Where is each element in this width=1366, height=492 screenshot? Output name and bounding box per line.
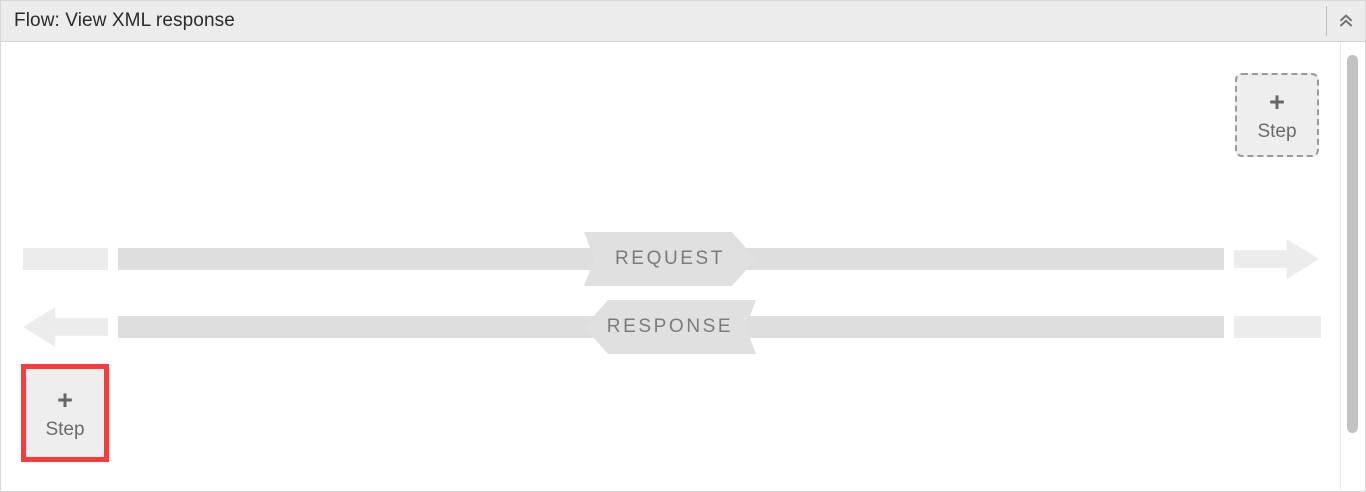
add-step-surface: + Step <box>1235 73 1319 157</box>
request-banner: REQUEST <box>584 232 756 286</box>
request-label: REQUEST <box>614 248 726 269</box>
request-arrowhead-icon <box>1234 239 1319 279</box>
response-lane: RESPONSE <box>1 300 1365 354</box>
page-title: Flow: View XML response <box>14 10 235 31</box>
flow-panel-header: Flow: View XML response <box>1 1 1365 42</box>
vertical-scrollbar-thumb[interactable] <box>1347 55 1358 433</box>
header-divider <box>1326 6 1327 36</box>
vertical-scrollbar[interactable] <box>1340 43 1364 490</box>
collapse-panel-button[interactable] <box>1327 1 1365 41</box>
request-lane-segment-start <box>23 248 108 270</box>
add-step-label: Step <box>1257 121 1297 142</box>
add-step-button-bottom-left[interactable]: + Step <box>21 364 109 462</box>
request-lane-segment-left <box>118 248 693 270</box>
response-lane-segment-left <box>118 316 693 338</box>
double-chevron-up-icon <box>1337 12 1355 30</box>
response-banner: RESPONSE <box>584 300 756 354</box>
add-step-surface: + Step <box>26 369 104 457</box>
add-step-button-top-right[interactable]: + Step <box>1235 73 1319 157</box>
plus-icon: + <box>57 385 73 415</box>
plus-icon: + <box>1269 87 1285 117</box>
request-lane: REQUEST <box>1 232 1365 286</box>
request-lane-segment-right <box>701 248 1224 270</box>
flow-canvas: + Step REQUEST RESPONSE <box>1 42 1365 491</box>
response-label: RESPONSE <box>606 316 734 337</box>
response-lane-segment-right <box>701 316 1224 338</box>
add-step-label: Step <box>45 419 85 440</box>
response-arrowhead-icon <box>23 307 108 347</box>
response-lane-segment-end <box>1234 316 1321 338</box>
